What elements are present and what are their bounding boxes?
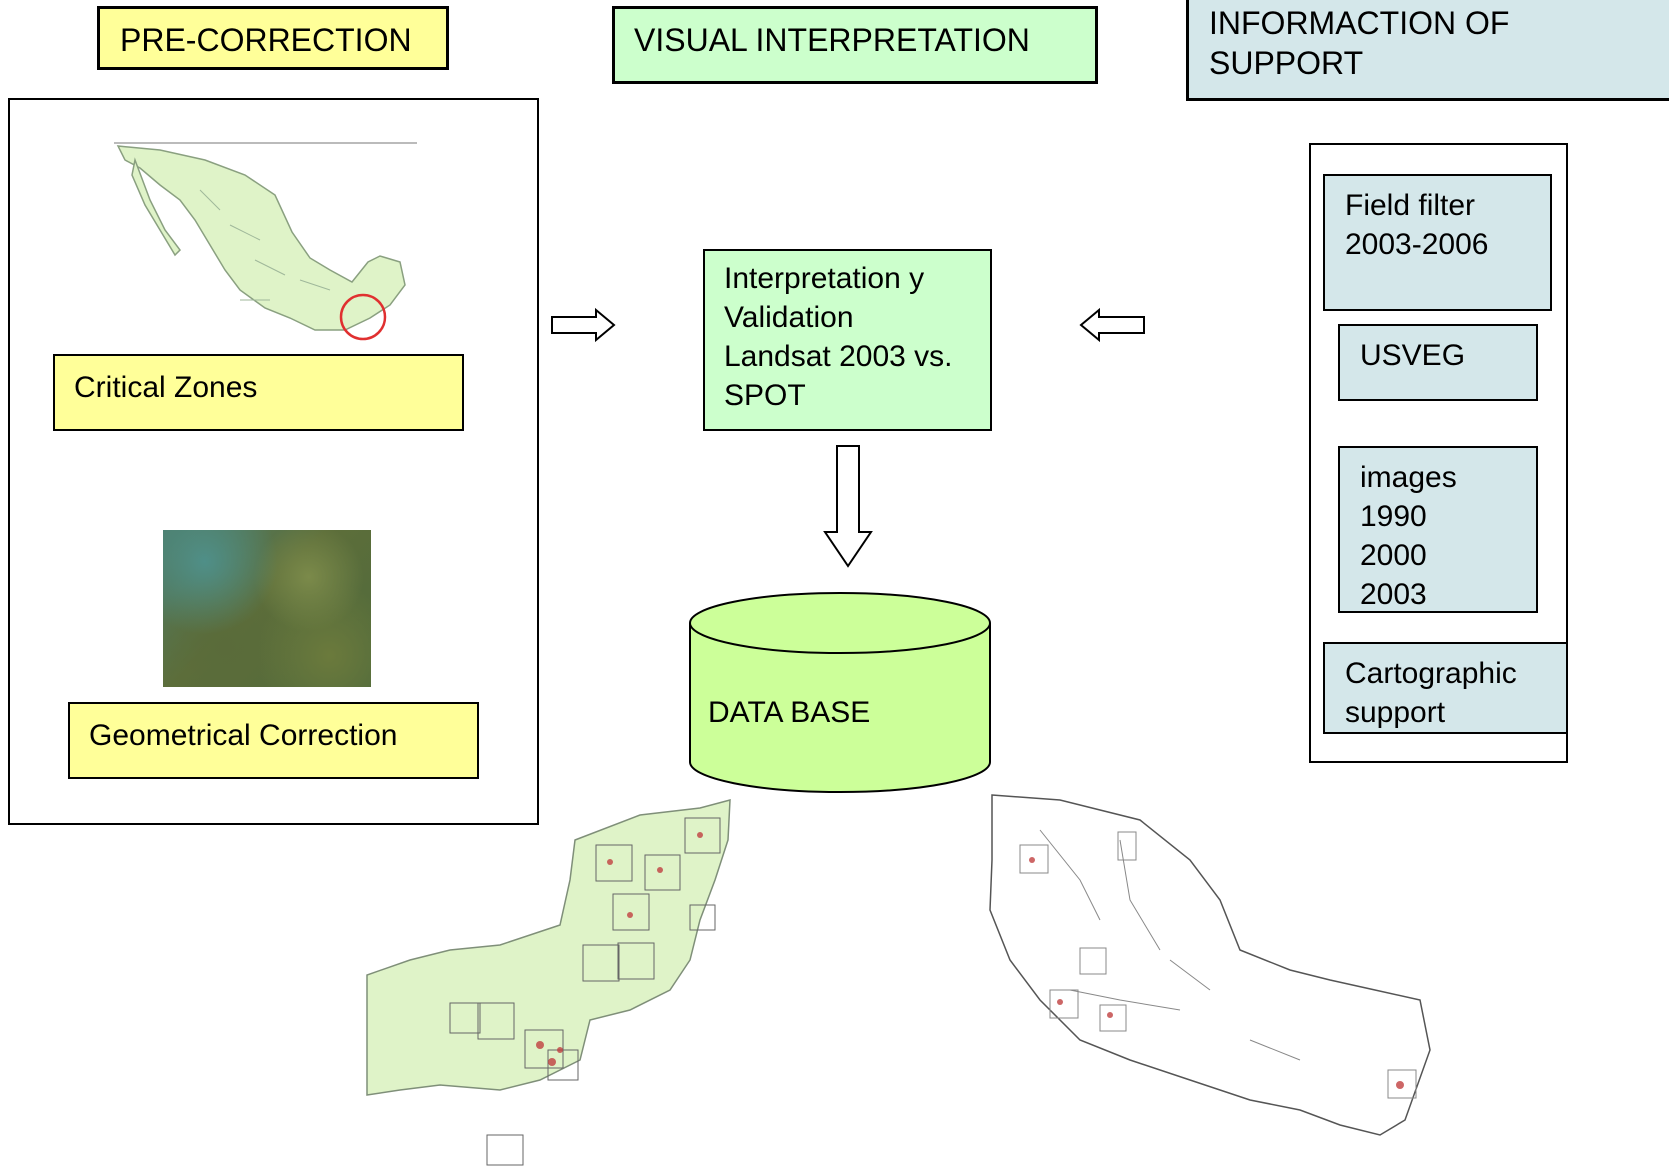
arrow-right-icon <box>551 307 616 343</box>
images-label: images 1990 2000 2003 <box>1360 461 1457 611</box>
header-pre-correction-label: PRE-CORRECTION <box>120 22 412 58</box>
header-information-of-support: INFORMACTION OF SUPPORT <box>1186 0 1669 101</box>
geometrical-correction-box: Geometrical Correction <box>68 702 479 779</box>
geometrical-correction-label: Geometrical Correction <box>89 719 398 752</box>
interpretation-label: Interpretation y Validation Landsat 2003… <box>724 262 953 412</box>
cartographic-support-label: Cartographic support <box>1345 657 1517 729</box>
header-visual-interpretation-label: VISUAL INTERPRETATION <box>634 22 1030 58</box>
database-label: DATA BASE <box>708 696 871 729</box>
field-filter-box: Field filter 2003-2006 <box>1323 174 1552 311</box>
header-visual-interpretation: VISUAL INTERPRETATION <box>612 6 1098 84</box>
header-information-of-support-label: INFORMACTION OF SUPPORT <box>1209 5 1510 81</box>
field-filter-label: Field filter 2003-2006 <box>1345 189 1489 261</box>
critical-zones-box: Critical Zones <box>53 354 464 431</box>
header-pre-correction: PRE-CORRECTION <box>97 6 449 70</box>
arrow-left-icon <box>1079 307 1145 343</box>
arrow-down-icon <box>823 445 873 568</box>
usveg-label: USVEG <box>1360 339 1466 372</box>
critical-zones-label: Critical Zones <box>74 371 258 404</box>
usveg-box: USVEG <box>1338 324 1538 401</box>
interpretation-box: Interpretation y Validation Landsat 2003… <box>703 249 992 431</box>
images-box: images 1990 2000 2003 <box>1338 446 1538 613</box>
satellite-image-thumbnail <box>163 530 371 687</box>
cartographic-support-box: Cartographic support <box>1323 642 1568 734</box>
